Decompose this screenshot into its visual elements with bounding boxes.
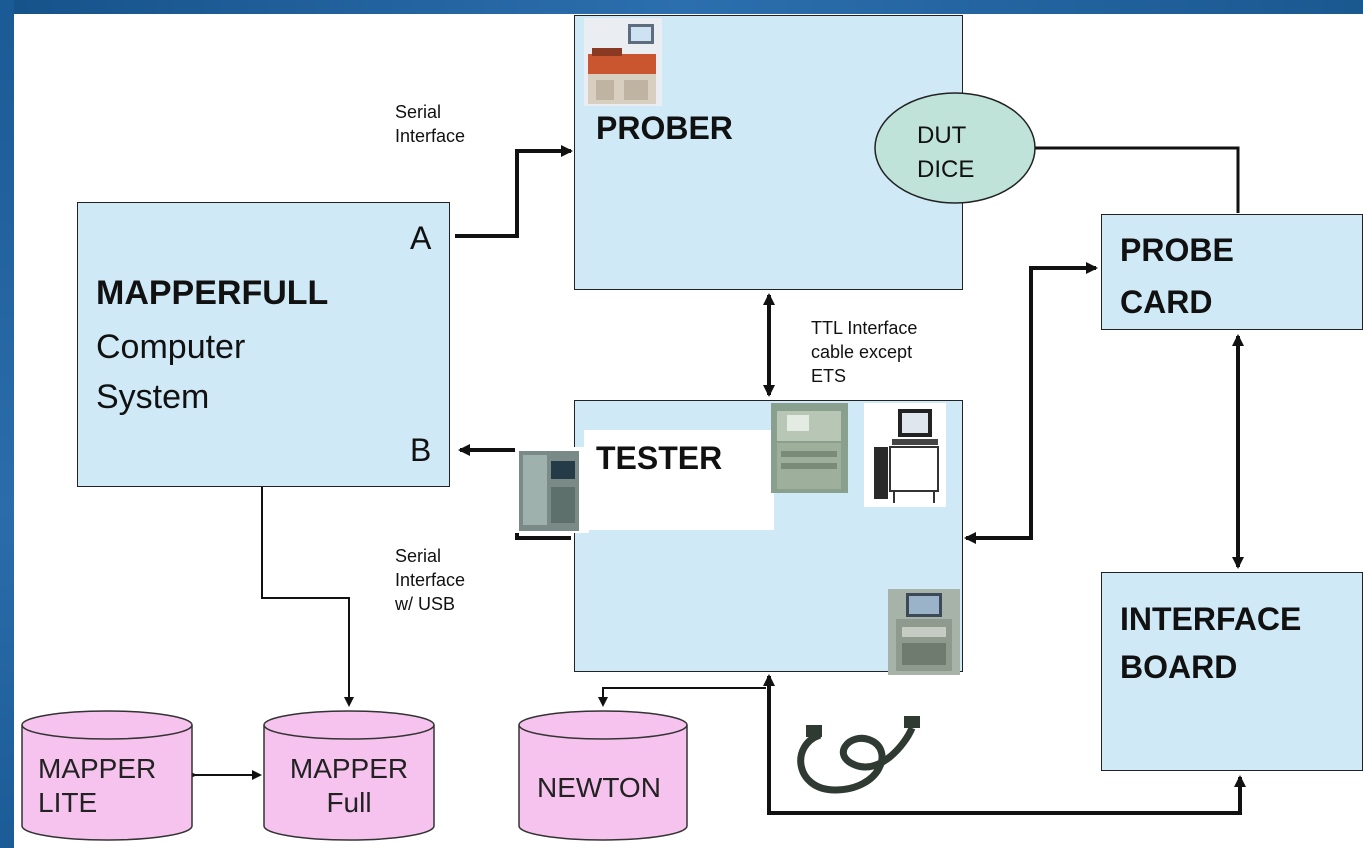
newton-label: NEWTON — [537, 771, 661, 805]
mapper-full-label: MAPPER Full — [279, 752, 419, 820]
mapper-lite-line1: MAPPER — [38, 752, 156, 786]
cable-photo — [801, 716, 920, 790]
mapper-lite-line2: LITE — [38, 786, 156, 820]
mapper-full-line2: Full — [279, 786, 419, 820]
mapper-lite-label: MAPPER LITE — [38, 752, 156, 820]
mapper-full-line1: MAPPER — [279, 752, 419, 786]
